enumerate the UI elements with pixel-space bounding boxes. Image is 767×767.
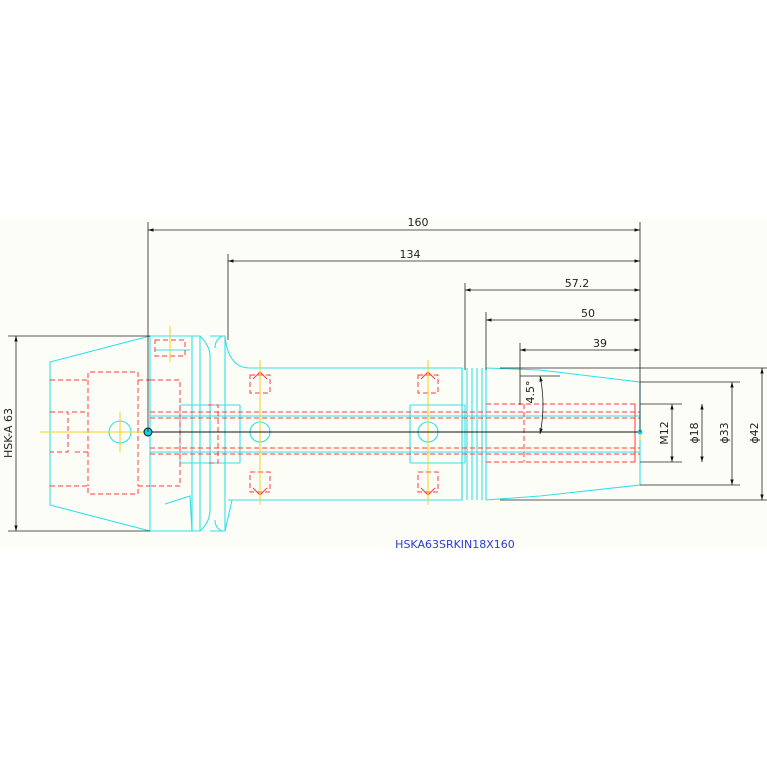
dim-m12: M12 [658, 421, 671, 445]
hidden-lines [50, 339, 640, 496]
dim-dia-33: ϕ33 [718, 422, 731, 443]
dimension-labels: 160 134 57.2 50 39 4.5° M12 ϕ18 ϕ33 ϕ42 … [2, 216, 761, 458]
dimension-lines [8, 222, 767, 532]
dim-50: 50 [581, 307, 595, 320]
dim-dia-42: ϕ42 [748, 422, 761, 443]
dim-39: 39 [593, 337, 607, 350]
dim-160: 160 [408, 216, 429, 229]
dim-57-2: 57.2 [565, 277, 590, 290]
dim-134: 134 [400, 248, 421, 261]
dim-angle: 4.5° [524, 381, 537, 404]
dim-hsk-a63: HSK-A 63 [2, 408, 15, 458]
drawing-area [0, 218, 767, 548]
part-id-label: HSKA63SRKIN18X160 [395, 538, 515, 551]
part-outline [49, 335, 641, 532]
dim-dia-18: ϕ18 [688, 422, 701, 443]
